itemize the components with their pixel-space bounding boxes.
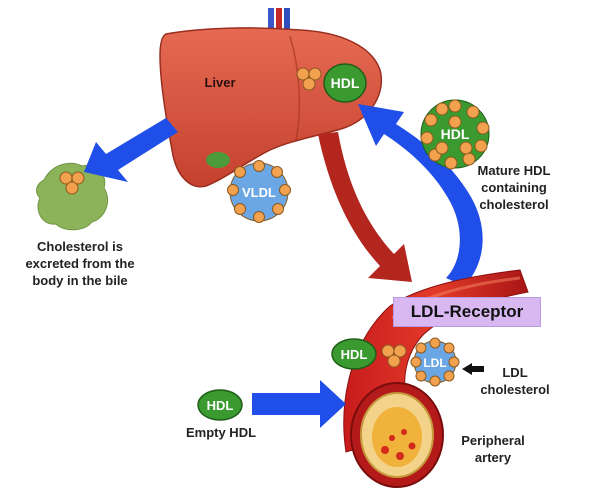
- artery-cholesterol-cluster: [381, 344, 407, 368]
- vldl-particle: VLDL: [227, 160, 291, 223]
- hdl-empty-badge: HDL: [197, 389, 243, 421]
- hdl-return-arrow: [358, 104, 483, 286]
- ldl-particle: LDL: [410, 337, 460, 387]
- cholesterol-excreted-label: Cholesterol is excreted from the body in…: [25, 239, 135, 288]
- excretion-arrow: [84, 118, 178, 182]
- bile-cholesterol-cluster: [59, 171, 85, 195]
- mature-hdl-particle: HDL: [420, 99, 490, 170]
- ldl-cholesterol-label: LDL cholesterol: [480, 365, 550, 397]
- hdl-liver-badge: HDL: [323, 63, 367, 103]
- hdl-uptake-arrow: [252, 380, 346, 428]
- ldl-receptor-label: LDL-Receptor: [393, 297, 541, 327]
- mature-hdl-text: HDL: [441, 126, 470, 142]
- gallbladder: [206, 152, 230, 168]
- hdl-liver-text: HDL: [331, 75, 360, 91]
- peripheral-artery-label: Peripheral artery: [461, 433, 525, 465]
- ldl-pointer-arrow: [462, 363, 484, 375]
- peripheral-artery: [343, 269, 529, 488]
- liver-cholesterol-cluster: [296, 67, 322, 91]
- vldl-delivery-arrow: [318, 132, 412, 282]
- empty-hdl-label: Empty HDL: [185, 425, 257, 440]
- vldl-text: VLDL: [242, 185, 276, 200]
- hdl-artery-text: HDL: [341, 347, 368, 362]
- liver-organ: [159, 27, 382, 188]
- hdl-empty-text: HDL: [207, 398, 234, 413]
- hdl-artery-badge: HDL: [331, 338, 377, 370]
- bile-blob: [36, 162, 108, 231]
- liver-lobe-divider: [289, 35, 301, 141]
- liver-label: Liver: [204, 75, 236, 90]
- mature-hdl-label: Mature HDL containing cholesterol: [477, 163, 551, 212]
- ldl-text: LDL: [423, 356, 446, 370]
